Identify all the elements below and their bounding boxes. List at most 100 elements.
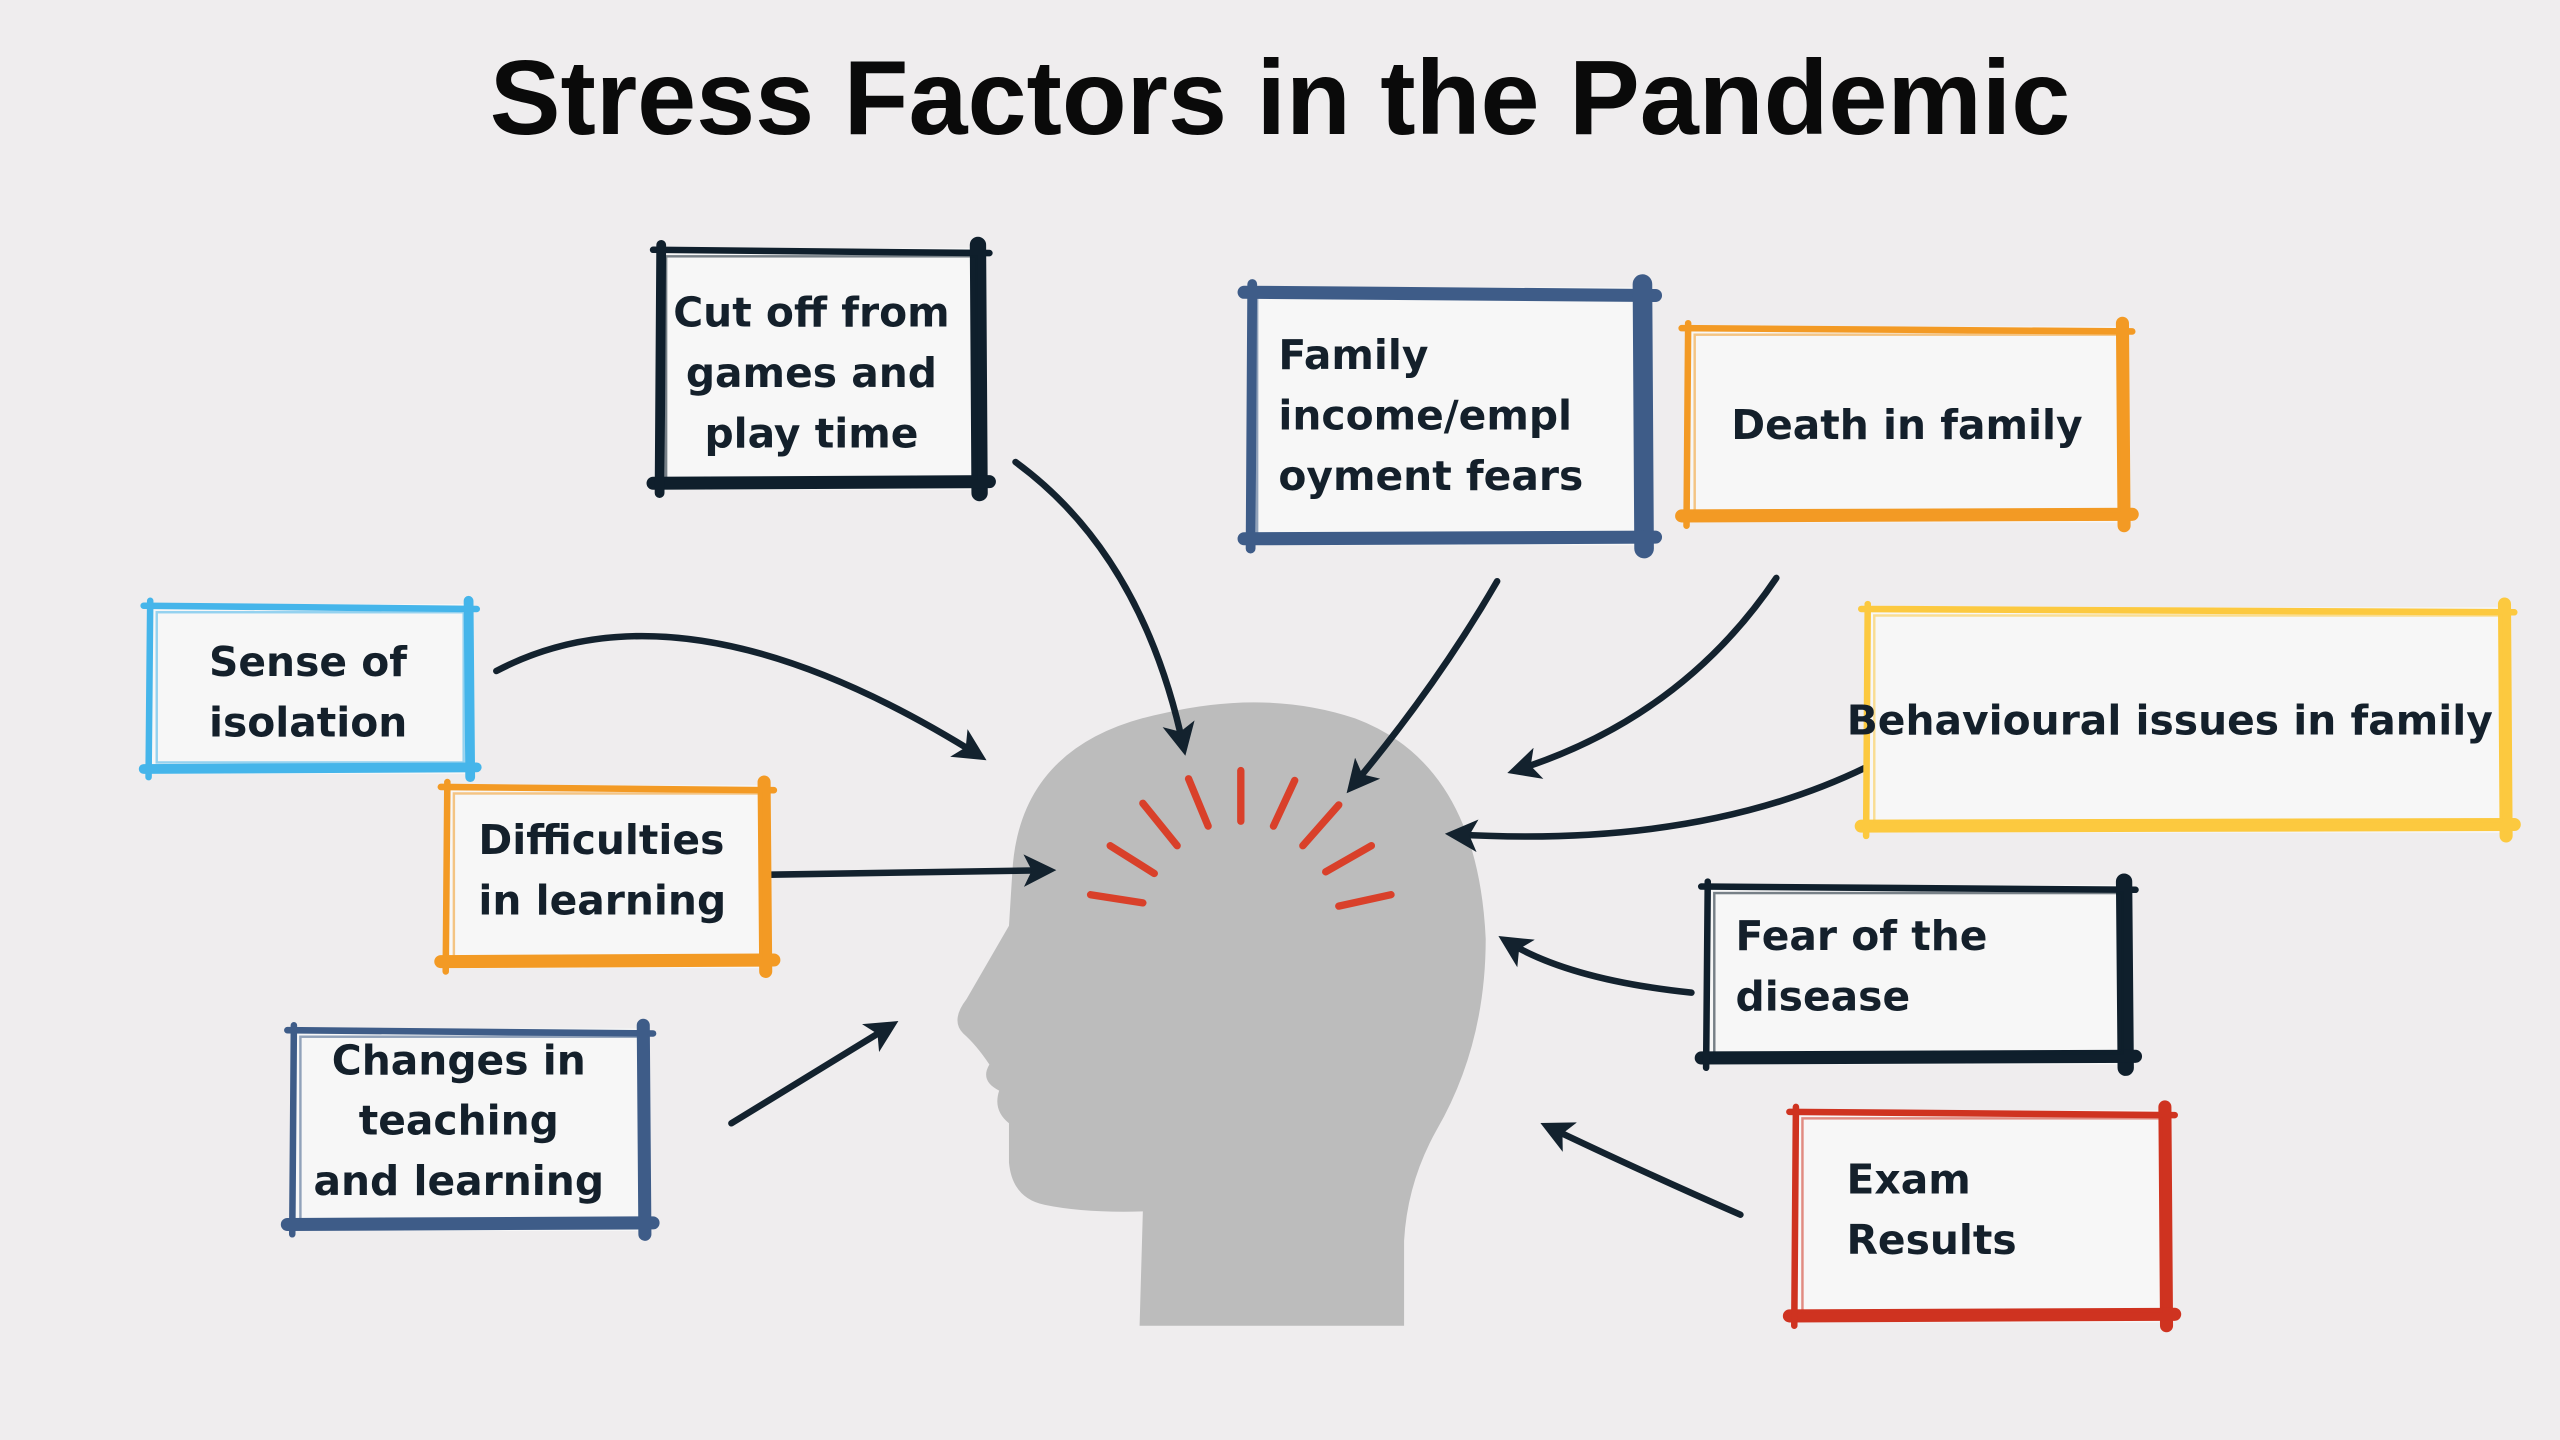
factor-box-fill — [444, 785, 771, 969]
factor-box-edge — [1675, 507, 2139, 523]
factor-box-edge — [654, 239, 667, 498]
factor-box-death-in-family: Death in family — [1675, 316, 2139, 533]
arrow-changes-teaching — [728, 1021, 899, 1127]
factor-box-edge — [284, 1026, 657, 1037]
factor-label-line: Fear of the — [1736, 912, 1988, 960]
factor-label-line: Family — [1278, 331, 1428, 379]
factor-box-inner-line — [299, 1035, 642, 1221]
factor-box-fear-of-disease: Fear of the disease — [1694, 873, 2143, 1076]
factor-box-inner-line — [1693, 333, 2121, 513]
factor-box-edge — [1857, 605, 2518, 616]
factor-box-edge — [1678, 324, 2136, 335]
factor-box-fill — [656, 248, 987, 490]
factor-box-edge — [145, 597, 154, 781]
arrow-cut-off-games — [1012, 458, 1195, 756]
factor-label-line: teaching — [359, 1097, 559, 1145]
factor-label: Difficulties in learning — [478, 816, 726, 924]
head-silhouette-icon — [957, 702, 1486, 1326]
factor-box-fill — [1704, 884, 2133, 1065]
arrow-sense-of-isolation — [493, 632, 987, 761]
arrow-death-in-family — [1507, 574, 1780, 779]
factor-box-fill — [1684, 326, 2129, 523]
arrow-exam-results — [1540, 1122, 1744, 1218]
factor-box-fill — [1864, 607, 2512, 833]
factor-label-line: Exam — [1847, 1155, 1971, 1203]
factor-label-line: in learning — [478, 876, 726, 924]
factor-box-edge — [757, 775, 773, 978]
factor-box-edge — [1786, 1108, 2178, 1119]
factor-label-line: Changes in — [332, 1036, 586, 1084]
factor-label: Behavioural issues in family — [1847, 697, 2493, 745]
factor-box-edge — [1782, 1307, 2182, 1323]
factor-label: Fear of the disease — [1736, 912, 1988, 1020]
factor-label: Family income/empl oyment fears — [1278, 331, 1583, 500]
factor-box-edge — [1702, 878, 1712, 1072]
factor-box-behavioural-issues: Behavioural issues in family — [1847, 597, 2521, 843]
factor-label: Changes in teaching and learning — [313, 1036, 604, 1205]
diagram-title: Stress Factors in the Pandemic — [489, 37, 2071, 157]
factor-box-edge — [1237, 530, 1663, 546]
factor-label-line: play time — [704, 409, 918, 457]
factor-box-edge — [1683, 319, 1692, 529]
factor-label-line: Death in family — [1731, 401, 2082, 449]
factor-label: Death in family — [1731, 401, 2082, 449]
factor-label-line: games and — [686, 349, 937, 397]
factor-box-edge — [2115, 873, 2134, 1076]
factor-box-inner-line — [1801, 1117, 2163, 1313]
factor-box-edge — [1791, 1103, 1800, 1329]
arrow-family-income — [1346, 577, 1501, 794]
factor-box-inner-line — [1255, 294, 1644, 536]
factor-label-line: and learning — [313, 1157, 604, 1205]
factor-box-inner-line — [664, 255, 978, 480]
factor-box-edge — [2497, 597, 2513, 843]
factor-box-edge — [437, 783, 778, 794]
factor-box-edge — [1245, 279, 1258, 554]
factor-label-line: Behavioural issues in family — [1847, 697, 2493, 745]
factor-box-edge — [646, 475, 996, 490]
factor-box-fill — [1792, 1110, 2172, 1323]
factor-box-edge — [434, 953, 781, 969]
factor-label-line: isolation — [209, 698, 407, 746]
arrows — [493, 458, 1870, 1218]
factor-box-edge — [636, 1018, 652, 1241]
factor-box-fill — [290, 1028, 650, 1232]
factor-label-line: disease — [1736, 973, 1911, 1021]
factor-box-edge — [288, 1022, 298, 1238]
factor-box-cut-off-games: Cut off from games and play time — [646, 236, 996, 502]
factor-box-fill — [146, 604, 474, 774]
factor-box-sense-of-isolation: Sense of isolation — [138, 595, 482, 783]
factor-label: Sense of isolation — [209, 638, 408, 746]
factor-box-inner-line — [452, 792, 763, 958]
factor-box-inner-line — [155, 611, 465, 764]
factor-box-changes-teaching: Changes in teaching and learning — [280, 1018, 660, 1241]
factor-label-line: Results — [1847, 1216, 2017, 1264]
factor-box-edge — [140, 602, 480, 613]
factor-box-edge — [1697, 883, 2139, 894]
factor-box-edge — [2115, 316, 2131, 533]
factor-label-line: oyment fears — [1278, 452, 1583, 500]
factor-box-edge — [1694, 1049, 2143, 1065]
factor-label-line: Cut off from — [673, 289, 949, 337]
factor-box-inner-line — [1873, 614, 2503, 823]
factor-box-edge — [969, 236, 988, 502]
stress-lines-icon — [1086, 766, 1395, 910]
factor-label-line: Sense of — [209, 638, 408, 686]
factor-box-edge — [2158, 1100, 2174, 1333]
factor-label: Cut off from games and play time — [673, 289, 949, 458]
factor-label-line: income/empl — [1278, 391, 1572, 439]
factor-box-difficulties-learning: Difficulties in learning — [434, 775, 781, 978]
arrow-fear-of-disease — [1498, 936, 1695, 996]
arrow-behavioural-issues — [1444, 764, 1870, 853]
factor-box-fill — [1247, 287, 1653, 546]
factor-box-edge — [649, 246, 993, 257]
factor-box-edge — [463, 595, 476, 783]
factor-box-edge — [1862, 600, 1872, 840]
factor-box-edge — [138, 762, 482, 774]
factor-box-edge — [1854, 817, 2521, 833]
arrow-difficulties-learning — [741, 854, 1057, 887]
factor-label-line: Difficulties — [478, 816, 724, 864]
